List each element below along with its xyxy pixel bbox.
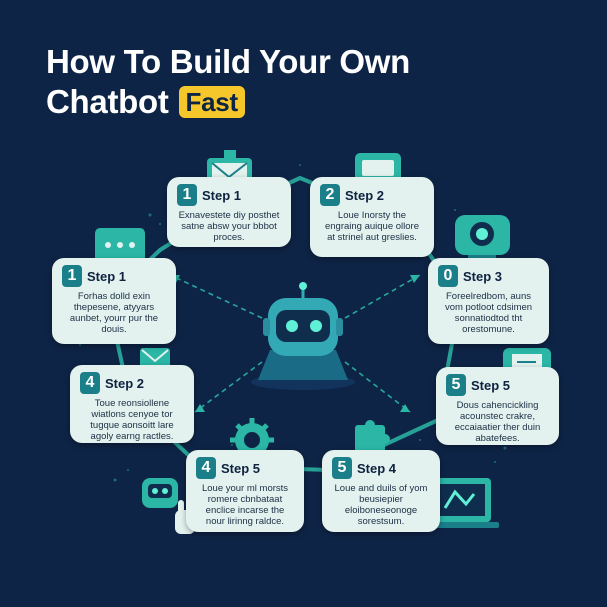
- step-number: 4: [80, 372, 100, 394]
- small-envelope-icon: [140, 348, 170, 370]
- title-line-2: Chatbot Fast: [46, 82, 410, 122]
- step-card-left-lower: 4 Step 2 Toue reonsiollene wiatlons ceny…: [70, 365, 194, 443]
- step-card-top-right: 2 Step 2 Loue Inorsty the engraing auiqu…: [310, 177, 434, 257]
- laptop-icon: [417, 478, 499, 528]
- step-number: 5: [446, 374, 466, 396]
- step-description: Foreelredbom, auns vom potloot cdsimen s…: [444, 291, 533, 335]
- step-card-right-lower: 5 Step 5 Dous cahencickling acounstec cr…: [436, 367, 559, 445]
- title-word: Chatbot: [46, 83, 169, 120]
- step-description: Loue and duils of yom beusiepier eloibon…: [334, 483, 428, 527]
- step-label: Step 5: [221, 460, 261, 476]
- robot-center-icon: [251, 282, 355, 390]
- step-number: 1: [177, 184, 197, 206]
- step-number: 4: [196, 457, 216, 479]
- step-label: Step 5: [471, 377, 511, 393]
- step-description: Exnavestete diy posthet satne absw your …: [178, 210, 280, 243]
- step-label: Step 1: [202, 187, 242, 203]
- step-description: Loue your ml morsts romere cbnbataat enc…: [201, 483, 289, 527]
- page-title: How To Build Your Own Chatbot Fast: [46, 42, 410, 122]
- step-description: Toue reonsiollene wiatlons cenyoe tor tu…: [90, 398, 174, 442]
- step-card-top-left: 1 Step 1 Exnavestete diy posthet satne a…: [167, 177, 291, 247]
- step-description: Forhas dolld exin thepesene, atyyars aun…: [69, 291, 159, 335]
- step-card-bottom-right: 5 Step 4 Loue and duils of yom beusiepie…: [322, 450, 440, 532]
- title-accent-badge: Fast: [178, 86, 245, 118]
- step-number: 1: [62, 265, 82, 287]
- step-card-right-upper: 0 Step 3 Foreelredbom, auns vom potloot …: [428, 258, 549, 344]
- step-number: 0: [438, 265, 458, 287]
- step-label: Step 2: [105, 375, 145, 391]
- chat-bubble-icon: [355, 153, 401, 192]
- step-number: 2: [320, 184, 340, 206]
- step-description: Loue Inorsty the engraing auique ollore …: [324, 210, 420, 243]
- step-label: Step 3: [463, 268, 503, 284]
- mini-robot-icon: [142, 478, 178, 508]
- step-label: Step 1: [87, 268, 127, 284]
- step-label: Step 4: [357, 460, 397, 476]
- title-line-1: How To Build Your Own: [46, 43, 410, 80]
- step-number: 5: [332, 457, 352, 479]
- step-label: Step 2: [345, 187, 385, 203]
- dashed-arrows: [169, 274, 421, 413]
- step-description: Dous cahencickling acounstec crakre, ecc…: [454, 400, 541, 444]
- webcam-robot-icon: [455, 215, 510, 263]
- puzzle-icon: [355, 420, 390, 453]
- step-card-bottom-left: 4 Step 5 Loue your ml morsts romere cbnb…: [186, 450, 304, 532]
- step-card-left-upper: 1 Step 1 Forhas dolld exin thepesene, at…: [52, 258, 176, 344]
